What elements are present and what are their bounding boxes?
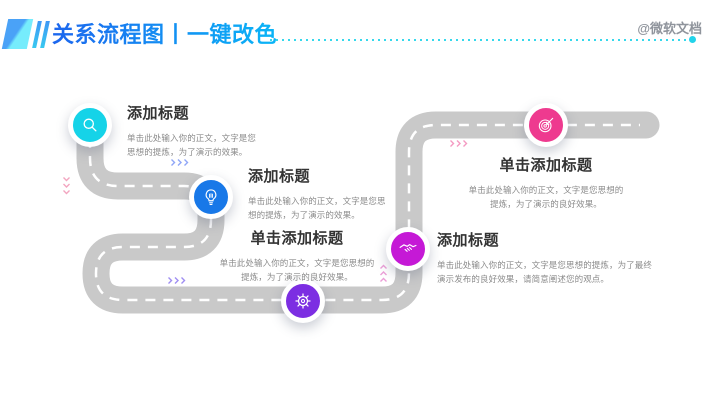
- header-accent-badge: [1, 19, 34, 49]
- step-body-line[interactable]: 想的提炼，为了演示的效果。: [248, 210, 360, 220]
- gear-icon: [295, 293, 311, 309]
- step-title[interactable]: 单击添加标题: [250, 230, 344, 247]
- chevrons-right-deco: [168, 277, 186, 284]
- step-title[interactable]: 添加标题: [437, 232, 500, 249]
- page-title: 关系流程图丨一键改色: [52, 17, 277, 49]
- lightbulb-icon: [205, 189, 217, 206]
- step-body-line[interactable]: 演示发布的良好效果，请简意阐述您的观点。: [437, 274, 610, 284]
- handshake-icon: [399, 244, 417, 252]
- target-icon: [538, 117, 554, 133]
- watermark: @微软文档: [637, 21, 702, 36]
- step-text-block-1[interactable]: 添加标题 单击此处输入你的正文，文字是您 思想的提炼，为了演示的效果。: [127, 102, 277, 159]
- step-text-block-3[interactable]: 单击添加标题 单击此处输入你的正文，文字是您思想的 提炼，为了演示的良好效果。: [186, 227, 408, 284]
- header-dotted-line: [270, 39, 688, 41]
- node-step-4[interactable]: [386, 227, 430, 271]
- step-body-line[interactable]: 单击此处输入你的正文，文字是您思想的: [468, 185, 624, 195]
- node-step-3[interactable]: [281, 279, 325, 323]
- node-step-2[interactable]: [189, 175, 233, 219]
- step-body-line[interactable]: 单击此处输入你的正文，文字是您思想的提炼，为了最终: [437, 260, 653, 270]
- search-icon: [83, 118, 97, 132]
- step-title[interactable]: 添加标题: [127, 105, 190, 122]
- step-body-line[interactable]: 提炼，为了演示的良好效果。: [241, 272, 353, 282]
- step-text-block-5[interactable]: 单击添加标题 单击此处输入你的正文，文字是您思想的 提炼，为了演示的良好效果。: [435, 154, 657, 211]
- step-body-line[interactable]: 单击此处输入你的正文，文字是您思想的: [219, 258, 375, 268]
- node-step-1[interactable]: [68, 103, 112, 147]
- chevrons-up-deco: [380, 264, 387, 282]
- step-body-line[interactable]: 单击此处输入你的正文，文字是您: [127, 133, 257, 143]
- step-body-line[interactable]: 单击此处输入你的正文，文字是您思: [248, 196, 386, 206]
- step-title[interactable]: 单击添加标题: [499, 157, 593, 174]
- step-text-block-4[interactable]: 添加标题 单击此处输入你的正文，文字是您思想的提炼，为了最终 演示发布的良好效果…: [437, 229, 655, 286]
- step-body-line[interactable]: 思想的提炼，为了演示的效果。: [127, 147, 248, 157]
- step-body-line[interactable]: 提炼，为了演示的良好效果。: [490, 199, 602, 209]
- step-text-block-2[interactable]: 添加标题 单击此处输入你的正文，文字是您思 想的提炼，为了演示的效果。: [248, 165, 398, 222]
- dotted-line-end-dot: [689, 36, 696, 43]
- node-step-5[interactable]: [524, 103, 568, 147]
- chevrons-right-deco: [171, 159, 189, 166]
- chevrons-down-deco: [63, 177, 70, 195]
- header-accent-bar: [40, 21, 50, 48]
- step-title[interactable]: 添加标题: [248, 168, 311, 185]
- chevrons-right-deco: [450, 140, 468, 147]
